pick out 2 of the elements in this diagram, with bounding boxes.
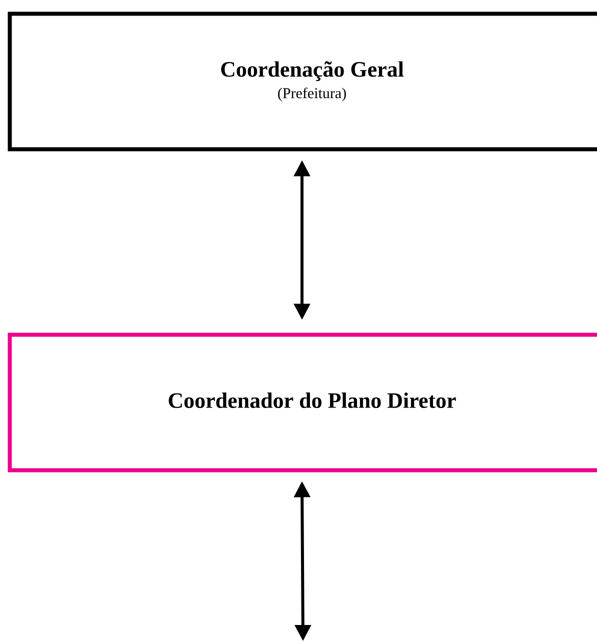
box: Coordenador do Plano Diretor [8,332,597,472]
box: Coordenação Geral (Prefeitura) [8,12,597,152]
